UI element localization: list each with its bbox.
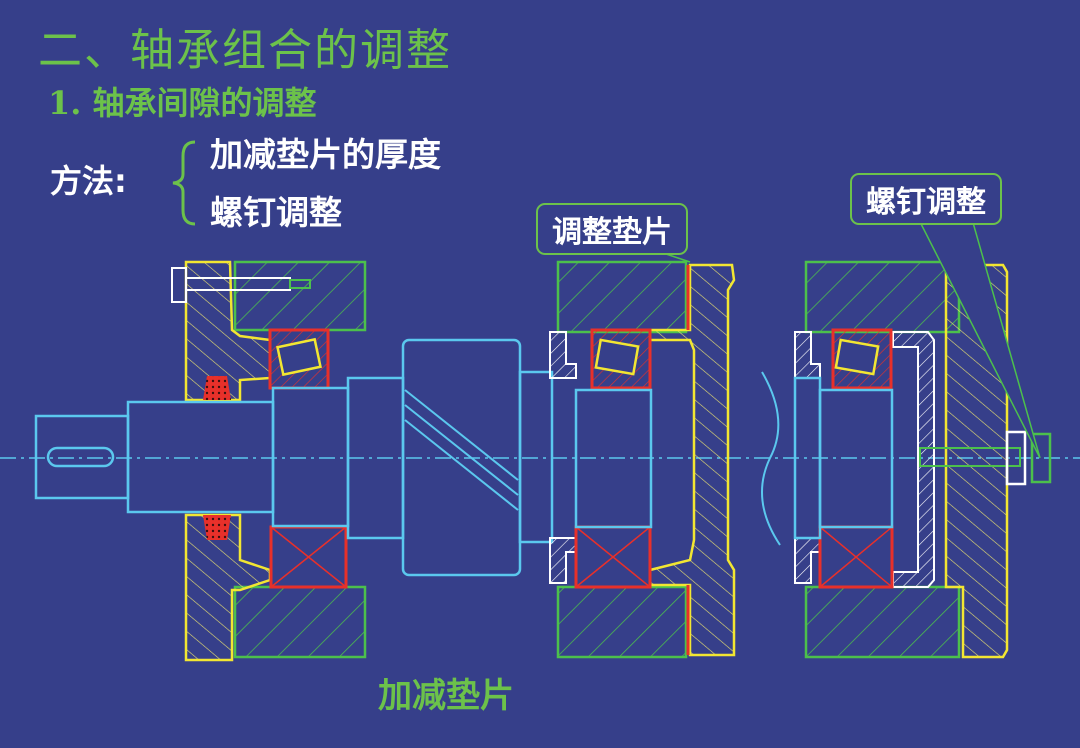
middle-assembly [549, 260, 736, 659]
brace-icon [172, 140, 196, 226]
right-assembly [761, 211, 1052, 659]
adjust-screw [919, 447, 1021, 467]
pressure-plate-right [892, 331, 935, 588]
shaft-section-1 [126, 400, 275, 514]
bolt-head [171, 267, 187, 303]
housing-top-right [804, 260, 961, 334]
felt-seal-bottom [203, 515, 231, 540]
housing-top-mid [556, 260, 688, 334]
housing-bottom-left [233, 585, 367, 659]
washer-bottom-right [794, 537, 821, 584]
shaft-section-4 [518, 370, 554, 544]
page-title: 二、轴承组合的调整 [38, 25, 452, 76]
callout-shim: 调整垫片 [536, 203, 688, 255]
felt-seal-top [203, 376, 231, 400]
end-cover-left-bottom [184, 513, 272, 662]
bolt-thread [289, 279, 311, 289]
housing-bottom-right [804, 585, 961, 659]
callout-screw: 螺钉调整 [850, 173, 1002, 225]
shaft-stub-right [793, 376, 822, 540]
washer-bottom-mid [549, 537, 577, 584]
washer-top-right [794, 331, 821, 379]
shaft-journal-mid [574, 388, 653, 529]
roller-top-right [834, 338, 880, 376]
method-item-screw: 螺钉调整 [210, 193, 342, 232]
shaft-break [761, 371, 781, 546]
method-item-shim: 加减垫片的厚度 [210, 135, 441, 174]
method-label: 方法: [50, 162, 127, 200]
roller-top-mid [594, 338, 640, 376]
bottom-label: 加减垫片 [378, 676, 514, 716]
keyway [46, 446, 115, 468]
left-assembly [34, 260, 554, 662]
roller-top-left [276, 337, 322, 377]
lock-nut [1005, 430, 1027, 486]
section-subtitle: 1. 轴承间隙的调整 [48, 84, 317, 122]
screw-head [1030, 432, 1052, 484]
housing-bottom-mid [556, 585, 688, 659]
washer-top-mid [549, 331, 577, 379]
shaft-section-2 [271, 386, 350, 528]
housing-top-left [233, 260, 367, 332]
